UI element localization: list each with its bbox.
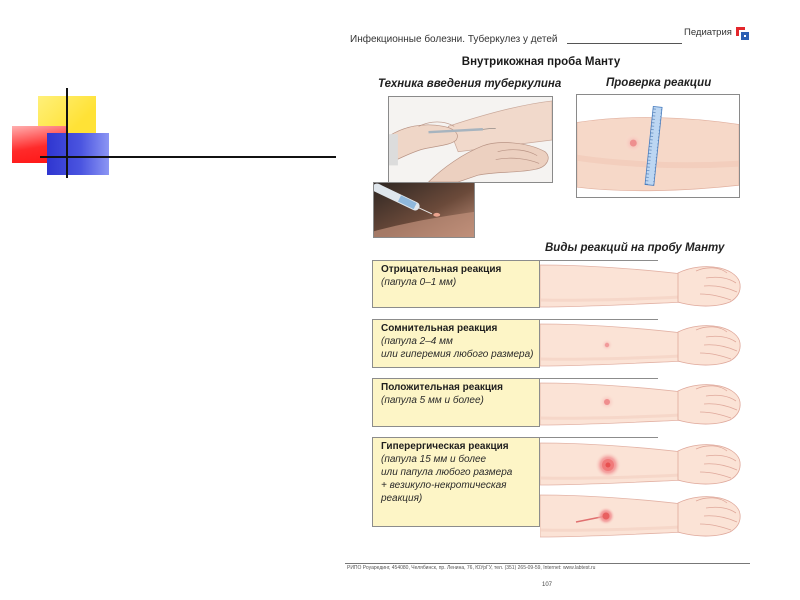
reaction-label: Сомнительная реакция <box>381 323 498 334</box>
reaction-criteria-line: (папула 0–1 мм) <box>381 277 457 288</box>
reaction-label: Положительная реакция <box>381 382 504 393</box>
row-divider-line <box>540 378 658 379</box>
header-rule <box>567 43 682 44</box>
forearm-negative-reaction <box>540 263 742 308</box>
row-divider-line <box>540 437 658 438</box>
reaction-criteria-line: реакция) <box>381 493 423 504</box>
footer-imprint: РИПО Роуарединг, 454080, Челябинск, пр. … <box>347 565 596 571</box>
reaction-criteria-line: или папула любого размера <box>381 467 513 478</box>
reaction-label: Отрицательная реакция <box>381 264 502 275</box>
horizontal-rule <box>40 156 336 158</box>
reactions-heading: Виды реакций на пробу Манту <box>545 242 725 254</box>
slide-decoration <box>0 0 338 600</box>
header-section-title: Инфекционные болезни. Туберкулез у детей <box>350 34 558 45</box>
forearm-doubtful-reaction <box>540 322 742 367</box>
row-divider-line <box>540 260 658 261</box>
reaction-check-image <box>576 94 740 198</box>
reaction-box-positive: Положительная реакция (папула 5 мм и бол… <box>372 378 540 427</box>
technique-heading: Техника введения туберкулина <box>378 78 562 90</box>
reaction-criteria-line: + везикуло-некротическая <box>381 480 507 491</box>
forearm-positive-reaction <box>540 381 742 426</box>
syringe-closeup-image <box>373 182 475 238</box>
reaction-box-negative: Отрицательная реакция (папула 0–1 мм) <box>372 260 540 308</box>
blue-square <box>47 133 109 175</box>
pediatrics-logo-icon <box>736 27 749 40</box>
injection-technique-image <box>388 96 553 183</box>
page-title: Внутрикожная проба Манту <box>461 56 621 68</box>
ruler-icon <box>644 106 663 186</box>
footer-rule <box>345 563 750 564</box>
reaction-criteria-line: (папула 15 мм и более <box>381 454 487 465</box>
forearm-vesicular-necrotic-reaction <box>540 493 742 538</box>
document-page: Инфекционные болезни. Туберкулез у детей… <box>338 0 762 600</box>
reaction-label: Гиперергическая реакция <box>381 441 509 452</box>
page-number: 107 <box>542 582 553 588</box>
reaction-criteria-line: (папула 2–4 мм <box>381 336 453 347</box>
vertical-rule <box>66 88 68 178</box>
forearm-hyperergic-reaction <box>540 441 742 486</box>
reaction-box-doubtful: Сомнительная реакция (папула 2–4 мм или … <box>372 319 540 368</box>
reaction-criteria-line: или гиперемия любого размера) <box>381 349 534 360</box>
reaction-criteria-line: (папула 5 мм и более) <box>381 395 484 406</box>
reaction-box-hyperergic: Гиперергическая реакция (папула 15 мм и … <box>372 437 540 527</box>
row-divider-line <box>540 319 658 320</box>
check-heading: Проверка реакции <box>606 77 712 89</box>
header-brand: Педиатрия <box>684 27 732 38</box>
